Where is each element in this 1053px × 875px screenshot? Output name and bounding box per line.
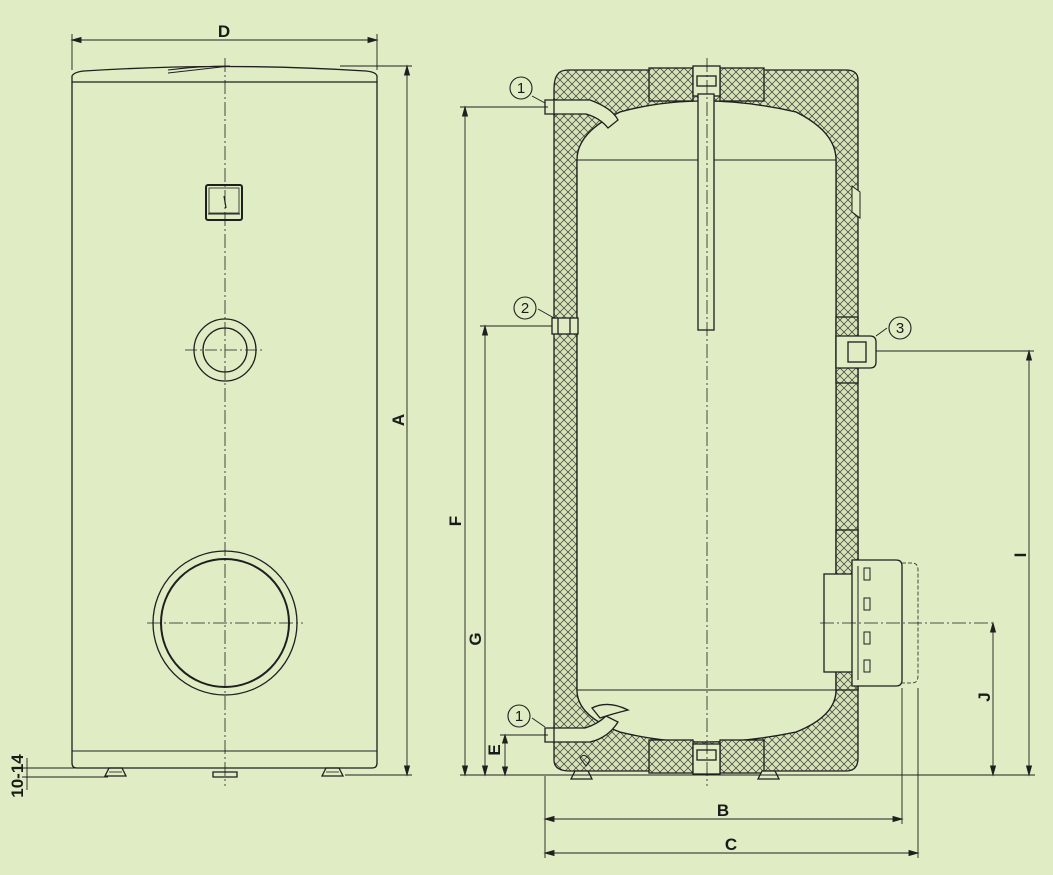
side-port-3 — [835, 316, 877, 384]
flange-assembly — [820, 529, 995, 691]
dim-C-label: C — [725, 835, 737, 854]
bottom-pipe — [544, 703, 630, 744]
front-flange-cover — [147, 550, 303, 696]
front-view — [22, 34, 412, 790]
section-view — [544, 58, 995, 786]
dim-D-line — [70, 34, 379, 70]
front-top-cap — [71, 65, 378, 83]
callout-3: 3 — [896, 320, 904, 337]
dim-A-line — [340, 64, 412, 777]
top-pipe — [544, 98, 619, 129]
front-small-port — [185, 318, 265, 382]
thermometer-icon — [205, 184, 243, 221]
dim-B-label: B — [717, 801, 729, 820]
dim-G-label: G — [466, 632, 485, 645]
dim-A-label: A — [389, 414, 408, 426]
dim-J-label: J — [975, 692, 994, 701]
dim-feet-line — [22, 758, 108, 790]
dim-I-label: I — [1011, 553, 1030, 558]
callout-2: 2 — [521, 300, 529, 317]
dim-D-label: D — [218, 22, 230, 41]
front-feet — [103, 767, 345, 778]
section-dimensions — [460, 95, 1035, 858]
side-port-2 — [551, 317, 579, 335]
dim-F-label: F — [446, 516, 465, 526]
anode-rod — [697, 93, 715, 331]
dim-E-label: E — [485, 744, 504, 755]
dim-feet-label: 10-14 — [8, 754, 27, 798]
callout-1-bottom: 1 — [515, 708, 523, 725]
callout-1-top: 1 — [517, 80, 525, 97]
callout-circles — [507, 76, 912, 728]
front-body-outline — [71, 82, 378, 769]
